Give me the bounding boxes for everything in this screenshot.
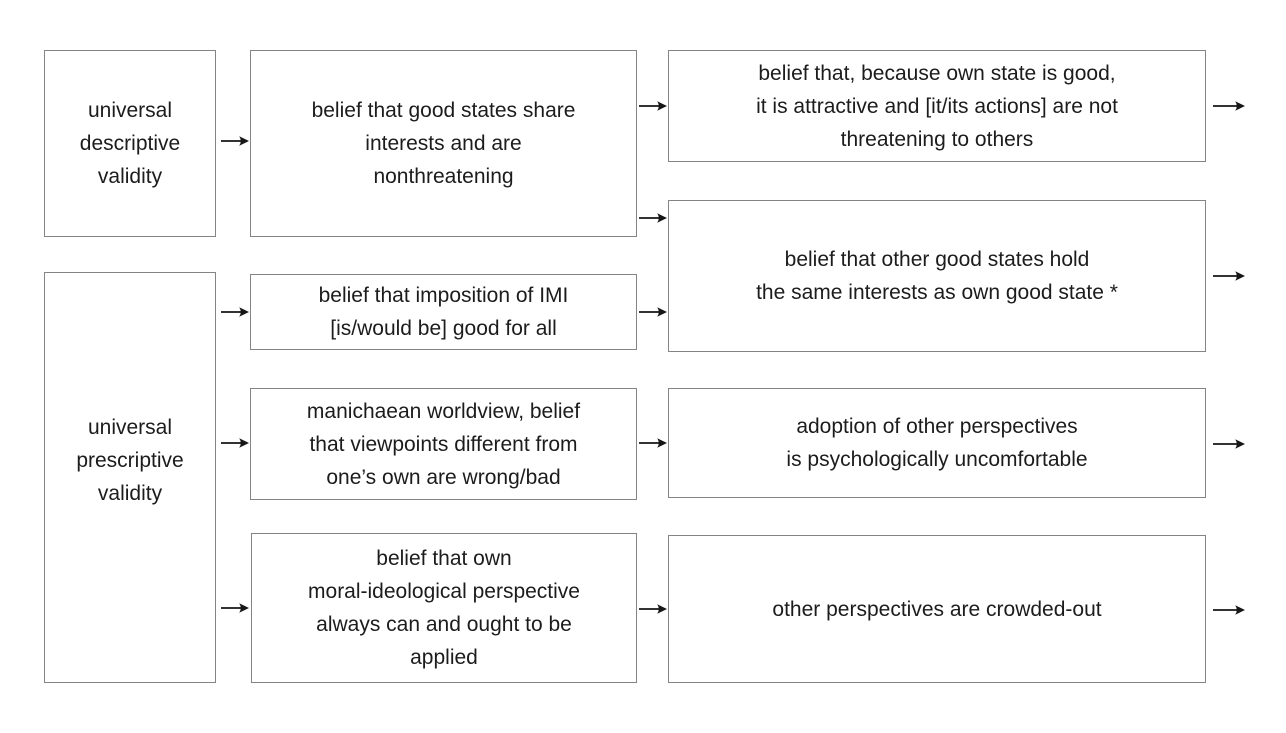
box-text: universal descriptive validity [45,94,215,193]
arrow-good-states-to-attractive [639,101,667,111]
box-text-line: descriptive [79,132,181,155]
arrow-adoption-out [1213,439,1245,449]
box-text: belief that imposition of IMI [is/would … [251,279,636,345]
box-universal-prescriptive-validity: universal prescriptive validity [44,272,216,683]
box-text-line: manichaean worldview, belief [306,399,581,423]
arrow-prescriptive-to-imi [221,307,249,317]
box-text: adoption of other perspectives is psycho… [669,410,1205,476]
arrow-attractive-out [1213,101,1245,111]
box-good-states-share-interests: belief that good states share interests … [250,50,637,237]
box-text-line: prescriptive [76,449,184,472]
box-imposition-of-imi-good: belief that imposition of IMI [is/would … [250,274,637,350]
box-text-line: interests and are [365,132,522,155]
box-text-line: is psychologically uncomfortable [786,448,1088,471]
box-text-line: that viewpoints different from [309,432,578,456]
box-text-line: applied [410,646,478,669]
box-text-line: moral-ideological perspective [308,580,580,603]
box-text-line: always can and ought to be [316,613,572,636]
box-own-perspective-applied: belief that own moral-ideological perspe… [251,533,637,683]
box-text-line: belief that imposition of IMI [318,284,569,307]
arrow-imi-to-same-interests [639,307,667,317]
box-adoption-other-perspectives-uncomfortable: adoption of other perspectives is psycho… [668,388,1206,498]
box-text-line: belief that other good states hold [784,248,1090,271]
arrow-own-perspective-to-crowded-out [639,604,667,614]
box-other-perspectives-crowded-out: other perspectives are crowded-out [668,535,1206,683]
box-text: belief that good states share interests … [251,94,636,193]
box-text-line: [is/would be] good for all [330,317,557,340]
box-other-good-states-same-interests: belief that other good states hold the s… [668,200,1206,352]
box-text-line: validity [97,165,163,188]
box-text-line: the same interests as own good state * [756,281,1118,304]
box-text-line: universal [87,99,173,122]
box-universal-descriptive-validity: universal descriptive validity [44,50,216,237]
box-text-line: other perspectives are crowded-out [772,597,1102,621]
box-manichaean-worldview: manichaean worldview, belief that viewpo… [250,388,637,500]
box-text-line: validity [97,482,163,505]
arrow-crowded-out-out [1213,605,1245,615]
box-text-line: it is attractive and [it/its actions] ar… [756,94,1118,118]
box-text-line: one’s own are wrong/bad [326,465,561,489]
box-text-line: universal [87,416,173,439]
box-text: other perspectives are crowded-out [669,593,1205,626]
box-text-line: threatening to others [840,127,1034,151]
box-text: belief that other good states hold the s… [669,243,1205,309]
box-text-line: belief that, because own state is good, [758,61,1116,85]
arrow-good-states-to-same-interests [639,213,667,223]
box-text-line: belief that good states share [311,99,576,122]
box-text: belief that, because own state is good, … [669,57,1205,156]
box-text-line: adoption of other perspectives [796,415,1078,438]
box-text-line: belief that own [376,547,512,570]
arrow-prescriptive-to-manichaean [221,438,249,448]
box-own-state-attractive-nonthreatening: belief that, because own state is good, … [668,50,1206,162]
arrow-manichaean-to-adoption [639,438,667,448]
arrow-prescriptive-to-own-perspective [221,603,249,613]
box-text: manichaean worldview, belief that viewpo… [251,395,636,494]
arrow-same-interests-out [1213,271,1245,281]
box-text: belief that own moral-ideological perspe… [252,542,636,674]
box-text-line: nonthreatening [373,165,514,188]
box-text: universal prescriptive validity [45,411,215,510]
arrow-descriptive-to-good-states [221,136,249,146]
